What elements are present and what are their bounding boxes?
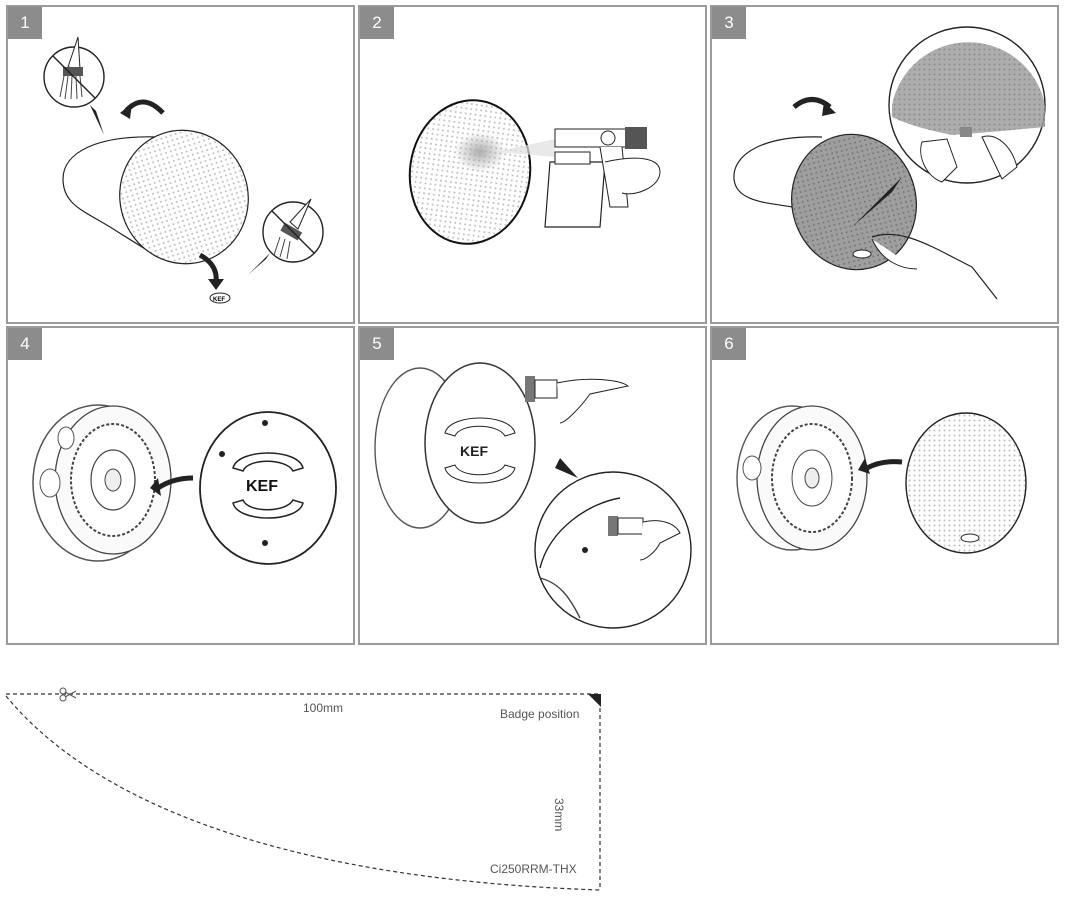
step-4-panel: 4 KEF: [6, 326, 355, 645]
step-3-illustration: [733, 26, 1046, 300]
step-number: 6: [712, 328, 746, 360]
no-brush-icon: [248, 198, 324, 275]
badge-position-marker: [588, 694, 601, 707]
step-3-panel: 3: [710, 5, 1059, 324]
model-label: Ci250RRM-THX: [490, 862, 577, 876]
badge-position-label: Badge position: [500, 707, 580, 721]
template-outline: [5, 687, 601, 891]
width-label: 100mm: [303, 701, 344, 715]
scissors-icon: [59, 687, 77, 702]
step-4-illustration: KEF: [32, 404, 337, 565]
no-brush-icon: [43, 36, 105, 135]
step-5-panel: 5 KEF: [358, 326, 707, 645]
step-number: 3: [712, 7, 746, 39]
kef-logo: KEF: [246, 478, 278, 495]
kef-logo: KEF: [460, 443, 488, 459]
kef-logo: KEF: [213, 297, 225, 303]
step-number: 2: [360, 7, 394, 39]
step-number: 5: [360, 328, 394, 360]
step-number: 4: [8, 328, 42, 360]
step-6-panel: 6: [710, 326, 1059, 645]
step-6-illustration: [736, 405, 1027, 554]
paint-mask-plate: KEF: [199, 411, 337, 565]
step-1-panel: 1 KEF: [6, 5, 355, 324]
step-1-illustration: KEF: [43, 36, 324, 304]
speaker-icon: [736, 405, 868, 551]
step-2-panel: 2: [358, 5, 707, 324]
step-number: 1: [8, 7, 42, 39]
spray-gun-icon: [544, 127, 661, 228]
brush-hand-icon: [525, 376, 630, 424]
step-5-illustration: KEF: [374, 362, 692, 629]
cutting-template: 100mm Badge position 33mm Ci250RRM-THX: [0, 680, 620, 899]
zoom-detail: [534, 471, 692, 629]
step-2-illustration: [408, 99, 661, 245]
speaker-icon: [32, 404, 172, 562]
height-label: 33mm: [552, 798, 566, 832]
zoom-detail: [888, 26, 1046, 184]
